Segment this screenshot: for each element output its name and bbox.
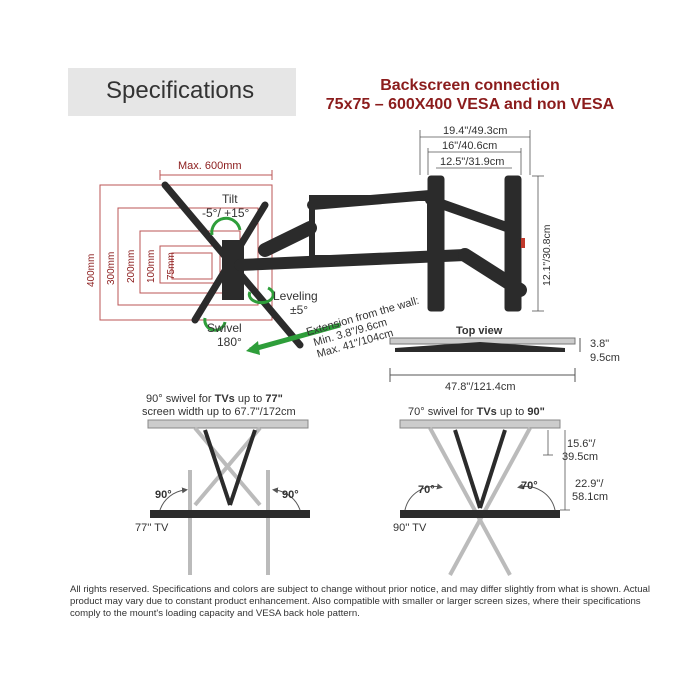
backscreen-line1: Backscreen connection	[380, 77, 560, 94]
leveling-label: Leveling	[273, 289, 318, 303]
footer-disclaimer: All rights reserved. Specifications and …	[70, 584, 650, 619]
tv-77	[150, 510, 310, 518]
swivel90-dim2b: 58.1cm	[572, 491, 609, 503]
max-width-label: Max. 600mm	[178, 160, 242, 172]
wall-90	[399, 419, 561, 429]
swivel90-heading: 70° swivel for TVs up to 90"	[408, 406, 545, 418]
motion-indicators	[203, 216, 341, 355]
swivel77-width: screen width up to 67.7"/172cm	[142, 406, 296, 418]
top-view-title: Top view	[456, 325, 503, 337]
swivel90-dim2: 22.9"/	[575, 478, 604, 490]
tilt-arrow	[210, 216, 242, 236]
swivel90-dim1b: 39.5cm	[562, 451, 599, 463]
vesa-frame-100	[159, 245, 221, 284]
swivel90-angle-right: 70°	[521, 480, 538, 492]
tv-90	[400, 510, 560, 518]
header-box: Specifications	[68, 68, 296, 116]
swivel-range: 180°	[217, 335, 242, 349]
wall-plate-dimensions	[419, 130, 544, 312]
swivel90-angle-left: 70°	[418, 484, 435, 496]
wall-plate-height: 12.1"/30.8cm	[541, 224, 553, 286]
extension-arrow	[249, 322, 341, 353]
vesa-frame-75	[171, 252, 213, 280]
swivel77-angle-right: 90°	[282, 489, 299, 501]
tv-bracket	[161, 181, 304, 349]
top-view-drawing	[389, 337, 581, 382]
tilt-label: Tilt	[222, 192, 238, 206]
top-view-depth-cm: 9.5cm	[590, 352, 620, 364]
bracket-plate	[222, 240, 244, 300]
top-view-tv	[395, 342, 565, 352]
vesa-height-300: 300mm	[106, 251, 117, 285]
mount-arms	[234, 175, 527, 312]
swivel-arrow	[203, 317, 227, 332]
backscreen-line2: 75x75 – 600X400 VESA and non VESA	[325, 96, 615, 113]
swivel77-tv-label: 77'' TV	[135, 522, 169, 534]
swivel77-angle-left: 90°	[155, 489, 172, 501]
vesa-height-100: 100mm	[146, 249, 157, 283]
top-view-depth: 3.8"	[590, 338, 610, 350]
vesa-frames	[99, 170, 273, 321]
leveling-arrow	[247, 286, 275, 305]
leveling-range: ±5°	[290, 303, 309, 317]
top-view-width: 47.8"/121.4cm	[445, 381, 516, 393]
wall-plate-left	[427, 175, 445, 312]
swivel-label: Swivel	[207, 321, 242, 335]
page-title: Specifications	[106, 77, 255, 104]
vesa-height-75: 75mm	[166, 252, 177, 280]
swivel-77-drawing	[147, 419, 310, 575]
tilt-range: -5°/ +15°	[202, 206, 250, 220]
wall-plate-width-2: 16"/40.6cm	[442, 140, 498, 152]
vesa-height-200: 200mm	[126, 249, 137, 283]
arm-head	[258, 221, 317, 257]
backscreen-connection: Backscreen connection 75x75 – 600X400 VE…	[300, 76, 640, 114]
swivel77-heading: 90° swivel for TVs up to 77"	[146, 393, 283, 405]
wall-plate-width-3: 12.5"/31.9cm	[440, 156, 505, 168]
vesa-height-400: 400mm	[86, 253, 97, 287]
wall-plate-right	[504, 175, 522, 312]
swivel-90-drawing	[399, 419, 570, 576]
swivel90-tv-label: 90'' TV	[393, 522, 427, 534]
swivel90-dim1: 15.6"/	[567, 438, 596, 450]
wall-plate-width-1: 19.4"/49.3cm	[443, 125, 508, 137]
wall-77	[147, 419, 309, 429]
